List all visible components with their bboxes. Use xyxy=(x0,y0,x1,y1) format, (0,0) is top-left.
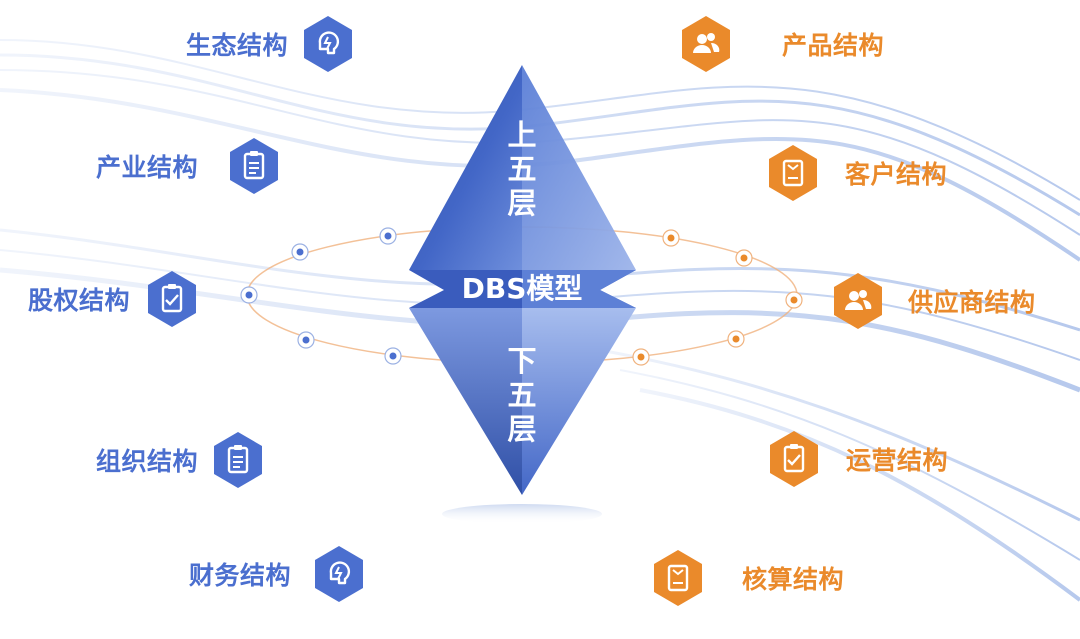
clipboard-check-icon xyxy=(768,430,820,488)
clipboard-list-icon xyxy=(212,431,264,489)
orbit-dot-orange xyxy=(662,229,680,247)
right-item-customer: 客户结构 xyxy=(767,144,947,202)
item-label: 运营结构 xyxy=(846,446,949,475)
clipboard-check-icon xyxy=(146,270,198,328)
right-item-product: 产品结构 xyxy=(680,15,884,73)
right-item-supplier: 供应商结构 xyxy=(832,272,1036,330)
lightbulb-head-icon xyxy=(302,15,354,73)
upper-five-layers-label: 上五层 xyxy=(507,118,537,220)
users-icon xyxy=(832,272,884,330)
left-item-finance: 财务结构 xyxy=(189,545,365,603)
orbit-dot-blue xyxy=(240,286,258,304)
dbs-model-title: DBS模型 xyxy=(461,272,583,305)
orbit-dot-orange xyxy=(785,291,803,309)
left-item-ecology: 生态结构 xyxy=(186,15,354,73)
clipboard-icon xyxy=(652,549,704,607)
item-label: 产业结构 xyxy=(96,153,199,182)
lower-five-layers-label: 下五层 xyxy=(507,344,537,446)
orbit-dot-blue xyxy=(379,227,397,245)
clipboard-list-icon xyxy=(228,137,280,195)
item-label: 客户结构 xyxy=(845,160,948,189)
left-item-equity: 股权结构 xyxy=(28,270,198,328)
left-item-organization: 组织结构 xyxy=(96,431,264,489)
item-label: 股权结构 xyxy=(28,286,131,315)
orbit-dot-blue xyxy=(291,243,309,261)
item-label: 组织结构 xyxy=(96,447,199,476)
lightbulb-head-icon xyxy=(313,545,365,603)
left-item-industry: 产业结构 xyxy=(96,137,280,195)
orbit-dot-orange xyxy=(632,348,650,366)
item-label: 供应商结构 xyxy=(908,288,1036,317)
orbit-dot-orange xyxy=(727,330,745,348)
right-item-accounting: 核算结构 xyxy=(652,549,844,607)
orbit-dot-orange xyxy=(735,249,753,267)
item-label: 生态结构 xyxy=(186,31,289,60)
orbit-dot-blue xyxy=(297,331,315,349)
clipboard-icon xyxy=(767,144,819,202)
item-label: 核算结构 xyxy=(742,565,845,594)
right-item-operations: 运营结构 xyxy=(768,430,948,488)
item-label: 产品结构 xyxy=(782,31,885,60)
orbit-dot-blue xyxy=(384,347,402,365)
users-icon xyxy=(680,15,732,73)
item-label: 财务结构 xyxy=(189,561,292,590)
